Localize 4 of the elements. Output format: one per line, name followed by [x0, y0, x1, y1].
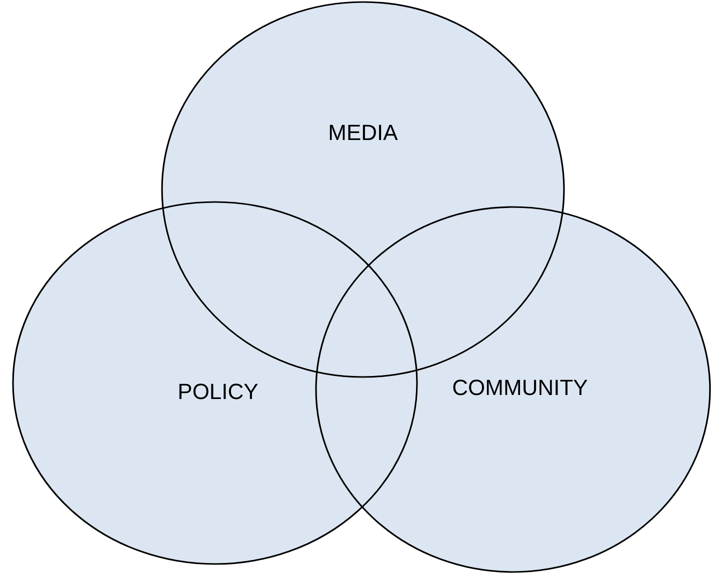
circle-label: COMMUNITY	[452, 375, 588, 401]
circle-label: POLICY	[178, 379, 258, 405]
venn-circle	[315, 206, 711, 573]
circle-label: MEDIA	[328, 120, 398, 146]
